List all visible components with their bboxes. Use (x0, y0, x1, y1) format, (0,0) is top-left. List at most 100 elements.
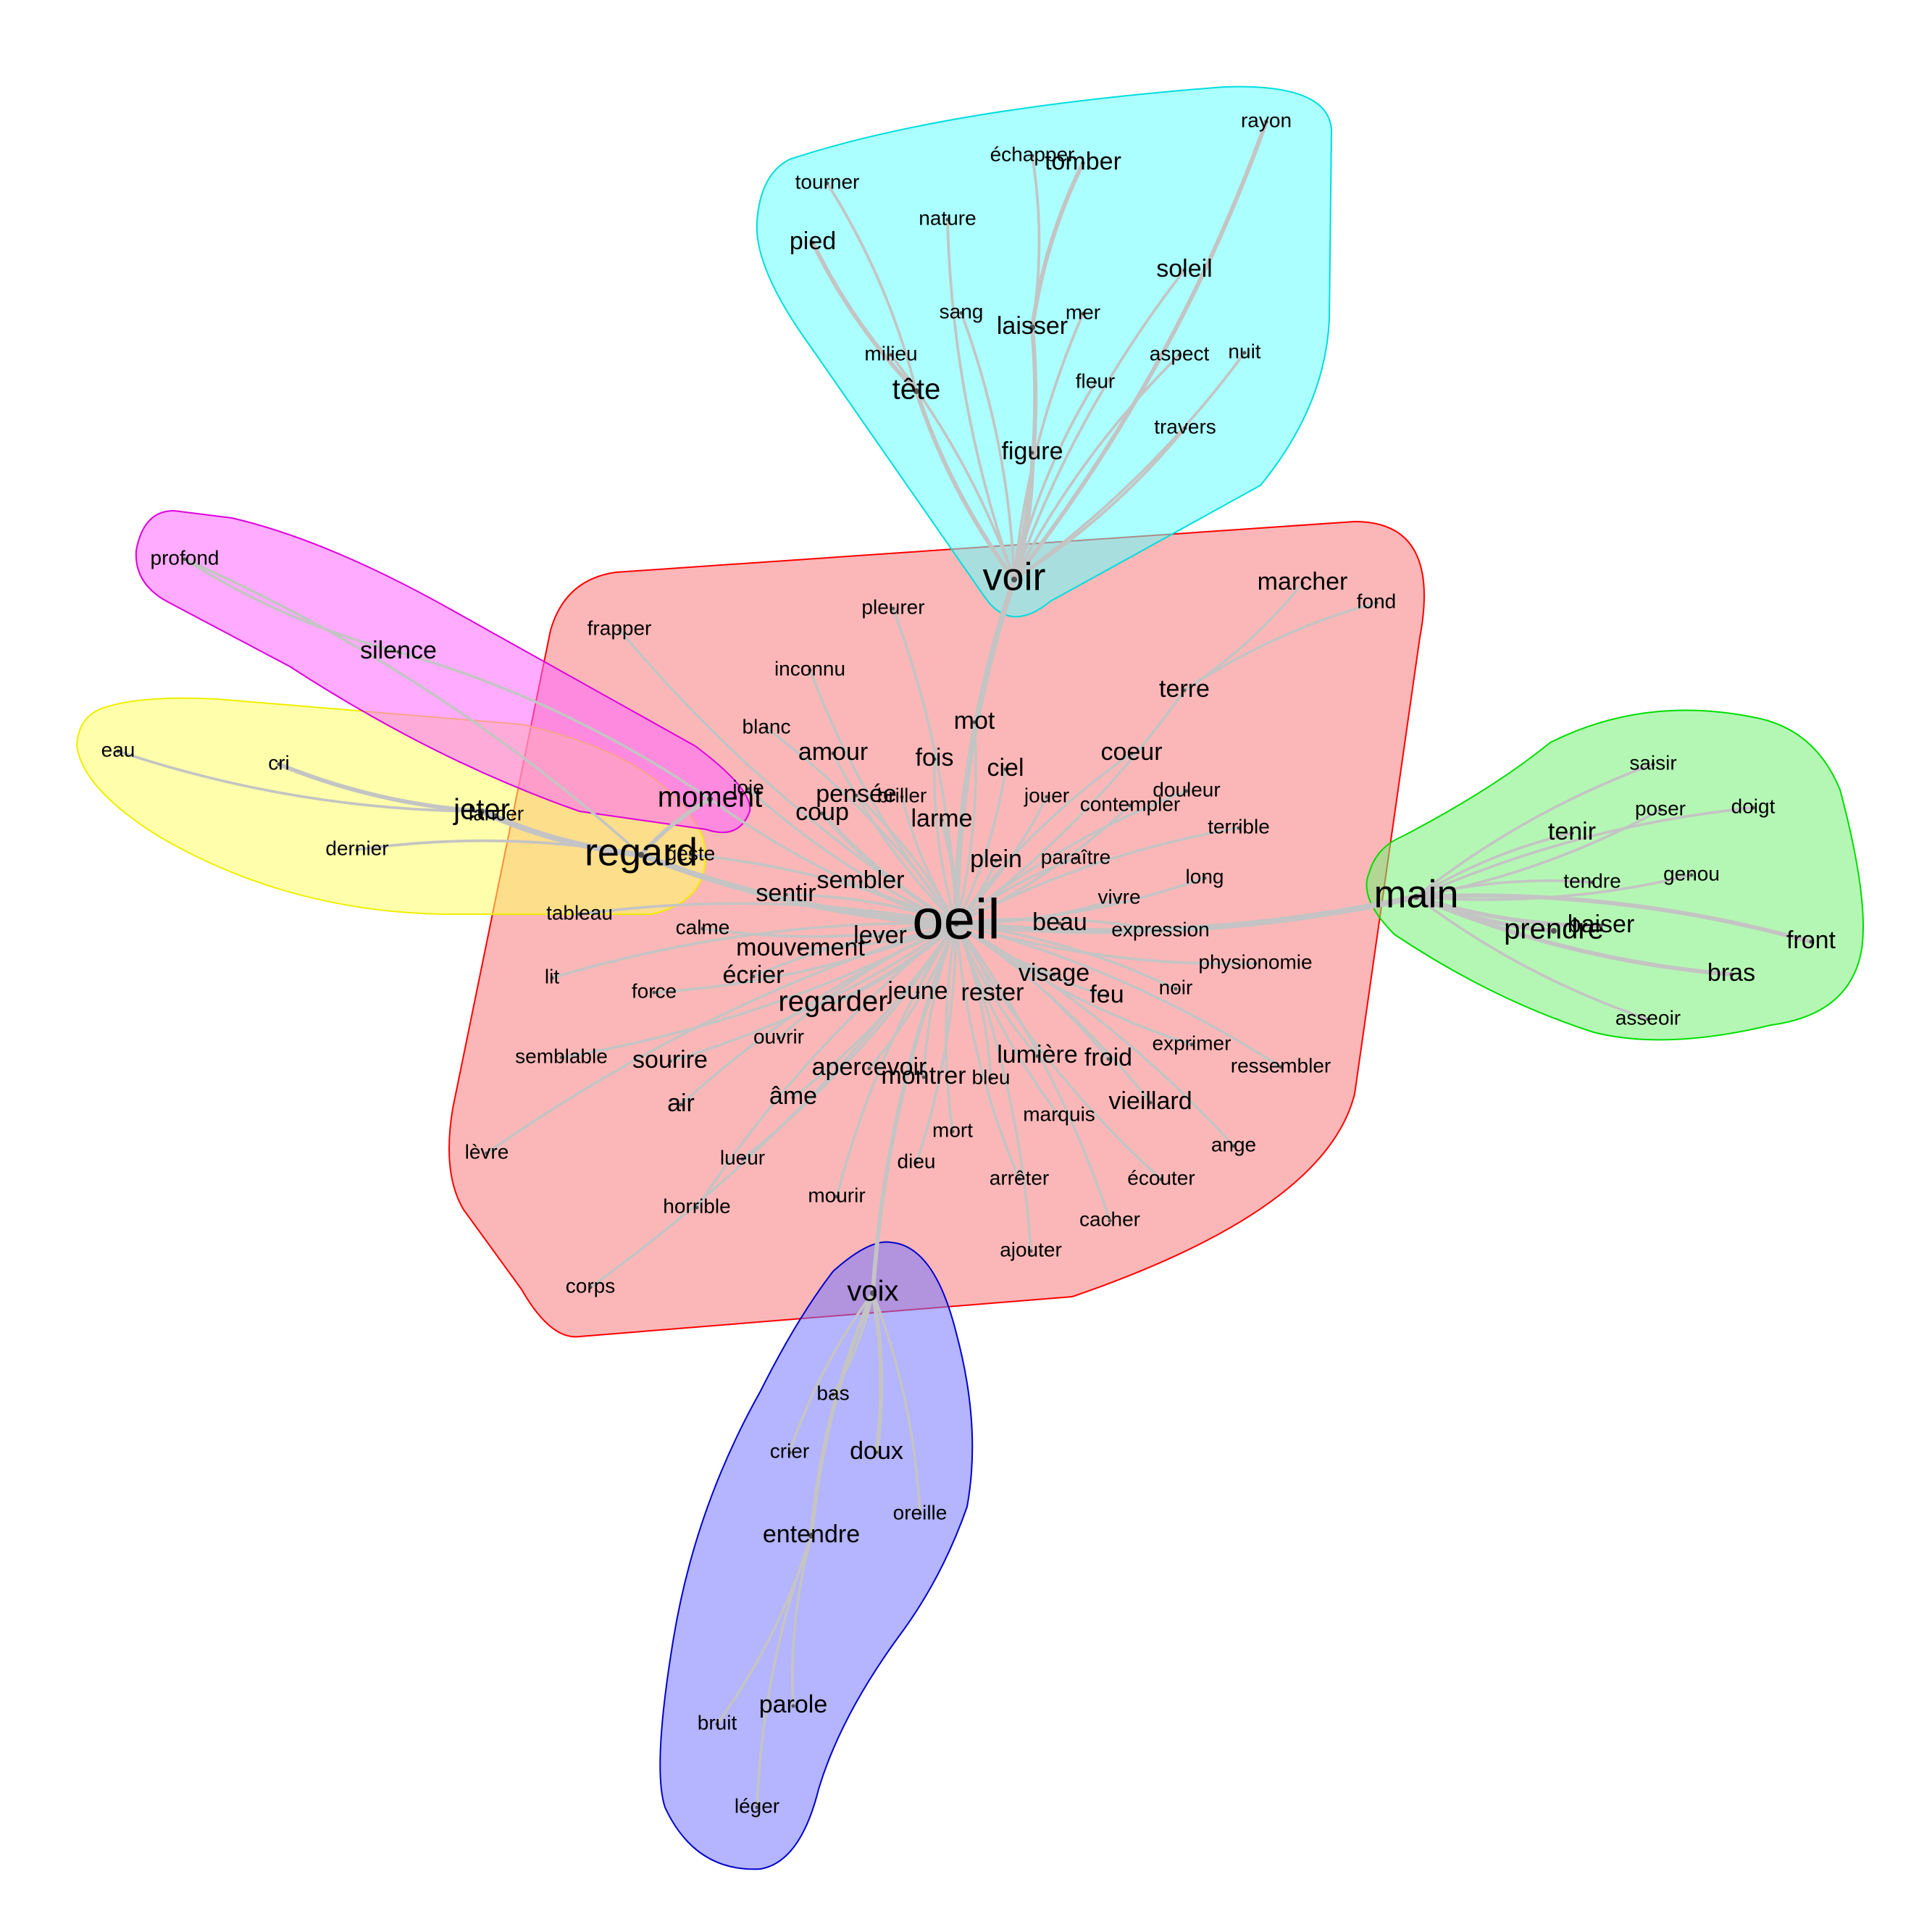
word-jeter: jeter (453, 794, 510, 826)
edge-oeil-main (953, 893, 1420, 934)
node-dot-bruit (715, 1722, 719, 1726)
word-travers: travers (1154, 415, 1216, 438)
cluster-hull-main (1366, 709, 1864, 1041)
word-terre: terre (1159, 675, 1210, 703)
edge-entendre-léger (756, 1534, 813, 1809)
node-dot-milieu (889, 353, 893, 357)
word-tourner: tourner (795, 170, 860, 193)
node-dot-jouer (1045, 795, 1049, 799)
edge-oeil-vieillard (955, 922, 1152, 1104)
word-parole: parole (759, 1691, 828, 1718)
word-fond: fond (1357, 590, 1397, 612)
word-tête: tête (892, 374, 941, 406)
node-dot-bas (831, 1392, 835, 1397)
edge-oeil-montrer (922, 922, 958, 1079)
word-joie: joie (732, 776, 764, 798)
node-dot-regard (638, 852, 644, 858)
node-dot-tendre (1590, 880, 1594, 885)
edge-oeil-force (653, 922, 958, 994)
node-dot-ajouter (1029, 1249, 1033, 1253)
word-front: front (1786, 927, 1836, 954)
edge-oeil-geste (689, 853, 958, 925)
node-dot-travers (1183, 426, 1187, 430)
word-silence: silence (360, 637, 437, 664)
word-air: air (667, 1090, 695, 1117)
word-expression: expression (1111, 918, 1209, 940)
node-dot-lumière (1035, 1054, 1040, 1058)
node-dot-doigt (1751, 806, 1755, 810)
node-dot-vivre (1117, 896, 1121, 900)
word-voir: voir (982, 555, 1045, 598)
node-dot-écrier (751, 974, 756, 979)
word-terrible: terrible (1208, 815, 1270, 837)
node-dot-larme (940, 818, 944, 822)
edge-oeil-mort (945, 922, 958, 1133)
word-apercevoir: apercevoir (812, 1053, 927, 1081)
node-dot-rayon (1264, 120, 1268, 124)
edge-oeil-jouer (955, 795, 1048, 925)
edge-oeil-terrible (955, 827, 1240, 925)
word-oreille: oreille (893, 1501, 948, 1523)
word-aspect: aspect (1150, 342, 1210, 364)
node-dot-lèvre (485, 1151, 489, 1155)
node-dot-visage (1052, 972, 1056, 977)
node-dot-silence (396, 650, 401, 654)
node-dot-nature (945, 217, 950, 222)
node-dot-lit (550, 976, 554, 980)
edge-voir-rayon (1012, 120, 1268, 582)
edge-oeil-douleur (955, 790, 1188, 925)
edge-oeil-blanc (765, 727, 958, 925)
word-sembler: sembler (817, 866, 905, 894)
node-dot-plein (994, 858, 998, 863)
node-dot-paraître (1074, 856, 1078, 861)
node-dot-calme (701, 927, 705, 931)
node-dot-contempler (1128, 803, 1132, 808)
word-corps: corps (566, 1274, 615, 1297)
word-mouvement: mouvement (736, 934, 865, 961)
word-ange: ange (1211, 1133, 1256, 1155)
word-jeune: jeune (887, 977, 948, 1005)
node-dot-lever (878, 934, 882, 939)
edge-regard-moment (639, 797, 712, 857)
node-dot-voix (870, 1290, 876, 1296)
edge-oeil-tableau (578, 902, 958, 925)
edge-voir-aspect (1013, 354, 1181, 581)
word-montrer: montrer (881, 1062, 966, 1090)
word-ouvrir: ouvrir (753, 1025, 804, 1047)
node-dot-physionomie (1253, 961, 1258, 966)
word-pleurer: pleurer (861, 595, 924, 618)
word-ressembler: ressembler (1231, 1054, 1331, 1076)
edge-main-asseoir (1415, 895, 1649, 1021)
node-dot-force (652, 990, 656, 995)
node-dot-genou (1689, 873, 1694, 877)
edge-oeil-regard (637, 851, 960, 927)
edge-tête-pied (811, 241, 919, 393)
node-dot-soleil (1182, 268, 1187, 272)
edge-oeil-pleurer (892, 607, 958, 925)
word-ajouter: ajouter (1000, 1238, 1062, 1260)
word-arrêter: arrêter (990, 1166, 1049, 1189)
word-lumière: lumière (997, 1041, 1077, 1069)
word-rester: rester (961, 979, 1024, 1006)
word-sentir: sentir (756, 879, 816, 907)
word-écrier: écrier (722, 961, 784, 989)
word-soleil: soleil (1156, 255, 1212, 283)
node-dot-exprimer (1189, 1042, 1194, 1047)
word-prendre: prendre (1504, 913, 1604, 945)
node-dot-saisir (1651, 762, 1655, 766)
word-briller: briller (877, 784, 927, 806)
word-bruit: bruit (698, 1711, 737, 1734)
node-dot-sembler (858, 879, 863, 884)
cluster-hull-voix (659, 1241, 974, 1870)
node-dot-jeune (916, 990, 920, 995)
edge-moment-silence (397, 651, 711, 800)
node-dot-vieillard (1148, 1100, 1153, 1105)
word-vieillard: vieillard (1108, 1087, 1192, 1115)
node-dot-amour (831, 751, 835, 756)
edge-oeil-écouter (955, 922, 1163, 1181)
edge-laisser-échapper (1031, 154, 1041, 329)
node-dot-nuit (1242, 351, 1247, 355)
node-dot-blanc (764, 726, 769, 730)
edge-entendre-parole (791, 1534, 813, 1707)
word-échapper: échapper (990, 143, 1075, 165)
